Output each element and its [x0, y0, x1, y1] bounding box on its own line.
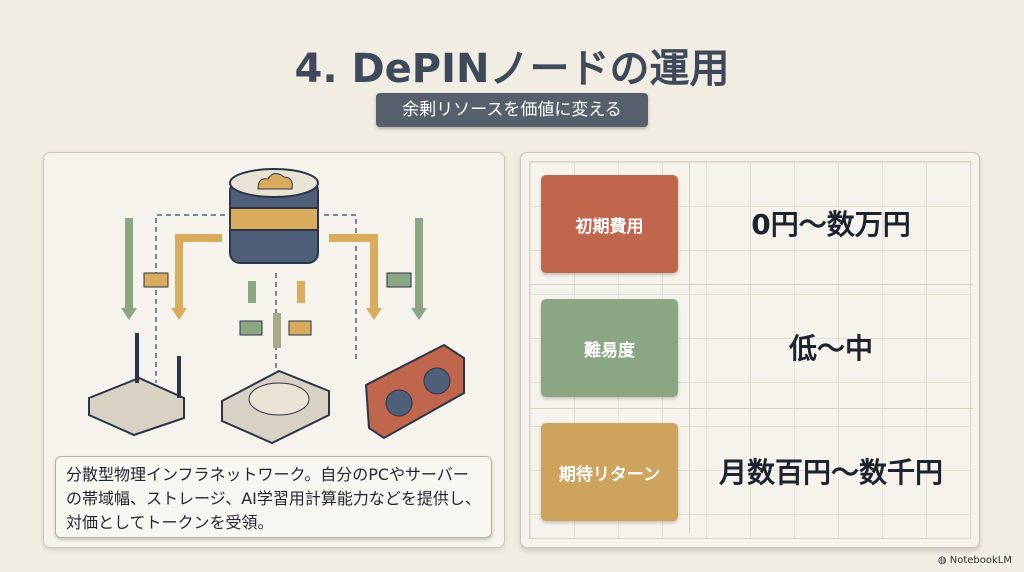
row-value: 低〜中 — [788, 331, 873, 365]
brand-logo: ◍ NotebookLM — [938, 555, 1012, 566]
table-row: 難易度 低〜中 — [529, 285, 973, 409]
page-title: 4. DePINノードの運用 — [294, 46, 730, 92]
table-row: 初期費用 0円〜数万円 — [529, 161, 973, 285]
row-label: 期待リターン — [541, 423, 678, 521]
row-value: 月数百円〜数千円 — [718, 456, 943, 489]
description-text: 分散型物理インフラネットワーク。自分のPCやサーバーの帯域幅、ストレージ、AI学… — [55, 456, 492, 538]
illustration-panel: 分散型物理インフラネットワーク。自分のPCやサーバーの帯域幅、ストレージ、AI学… — [43, 152, 505, 548]
row-label: 難易度 — [541, 299, 678, 397]
router-icon — [88, 333, 185, 437]
server-cloud-icon — [229, 168, 319, 264]
brand-text: NotebookLM — [949, 555, 1012, 566]
table-row: 期待リターン 月数百円〜数千円 — [529, 409, 973, 533]
gpu-icon — [364, 343, 465, 440]
depin-network-illustration — [88, 168, 465, 445]
hard-drive-icon — [221, 369, 330, 445]
info-table: 初期費用 0円〜数万円 難易度 低〜中 期待リターン 月数百円〜数千円 — [520, 152, 980, 548]
notebooklm-icon: ◍ — [937, 555, 950, 566]
row-value: 0円〜数万円 — [751, 207, 911, 241]
subtitle-badge: 余剰リソースを価値に変える — [376, 93, 648, 127]
row-label: 初期費用 — [541, 175, 678, 273]
